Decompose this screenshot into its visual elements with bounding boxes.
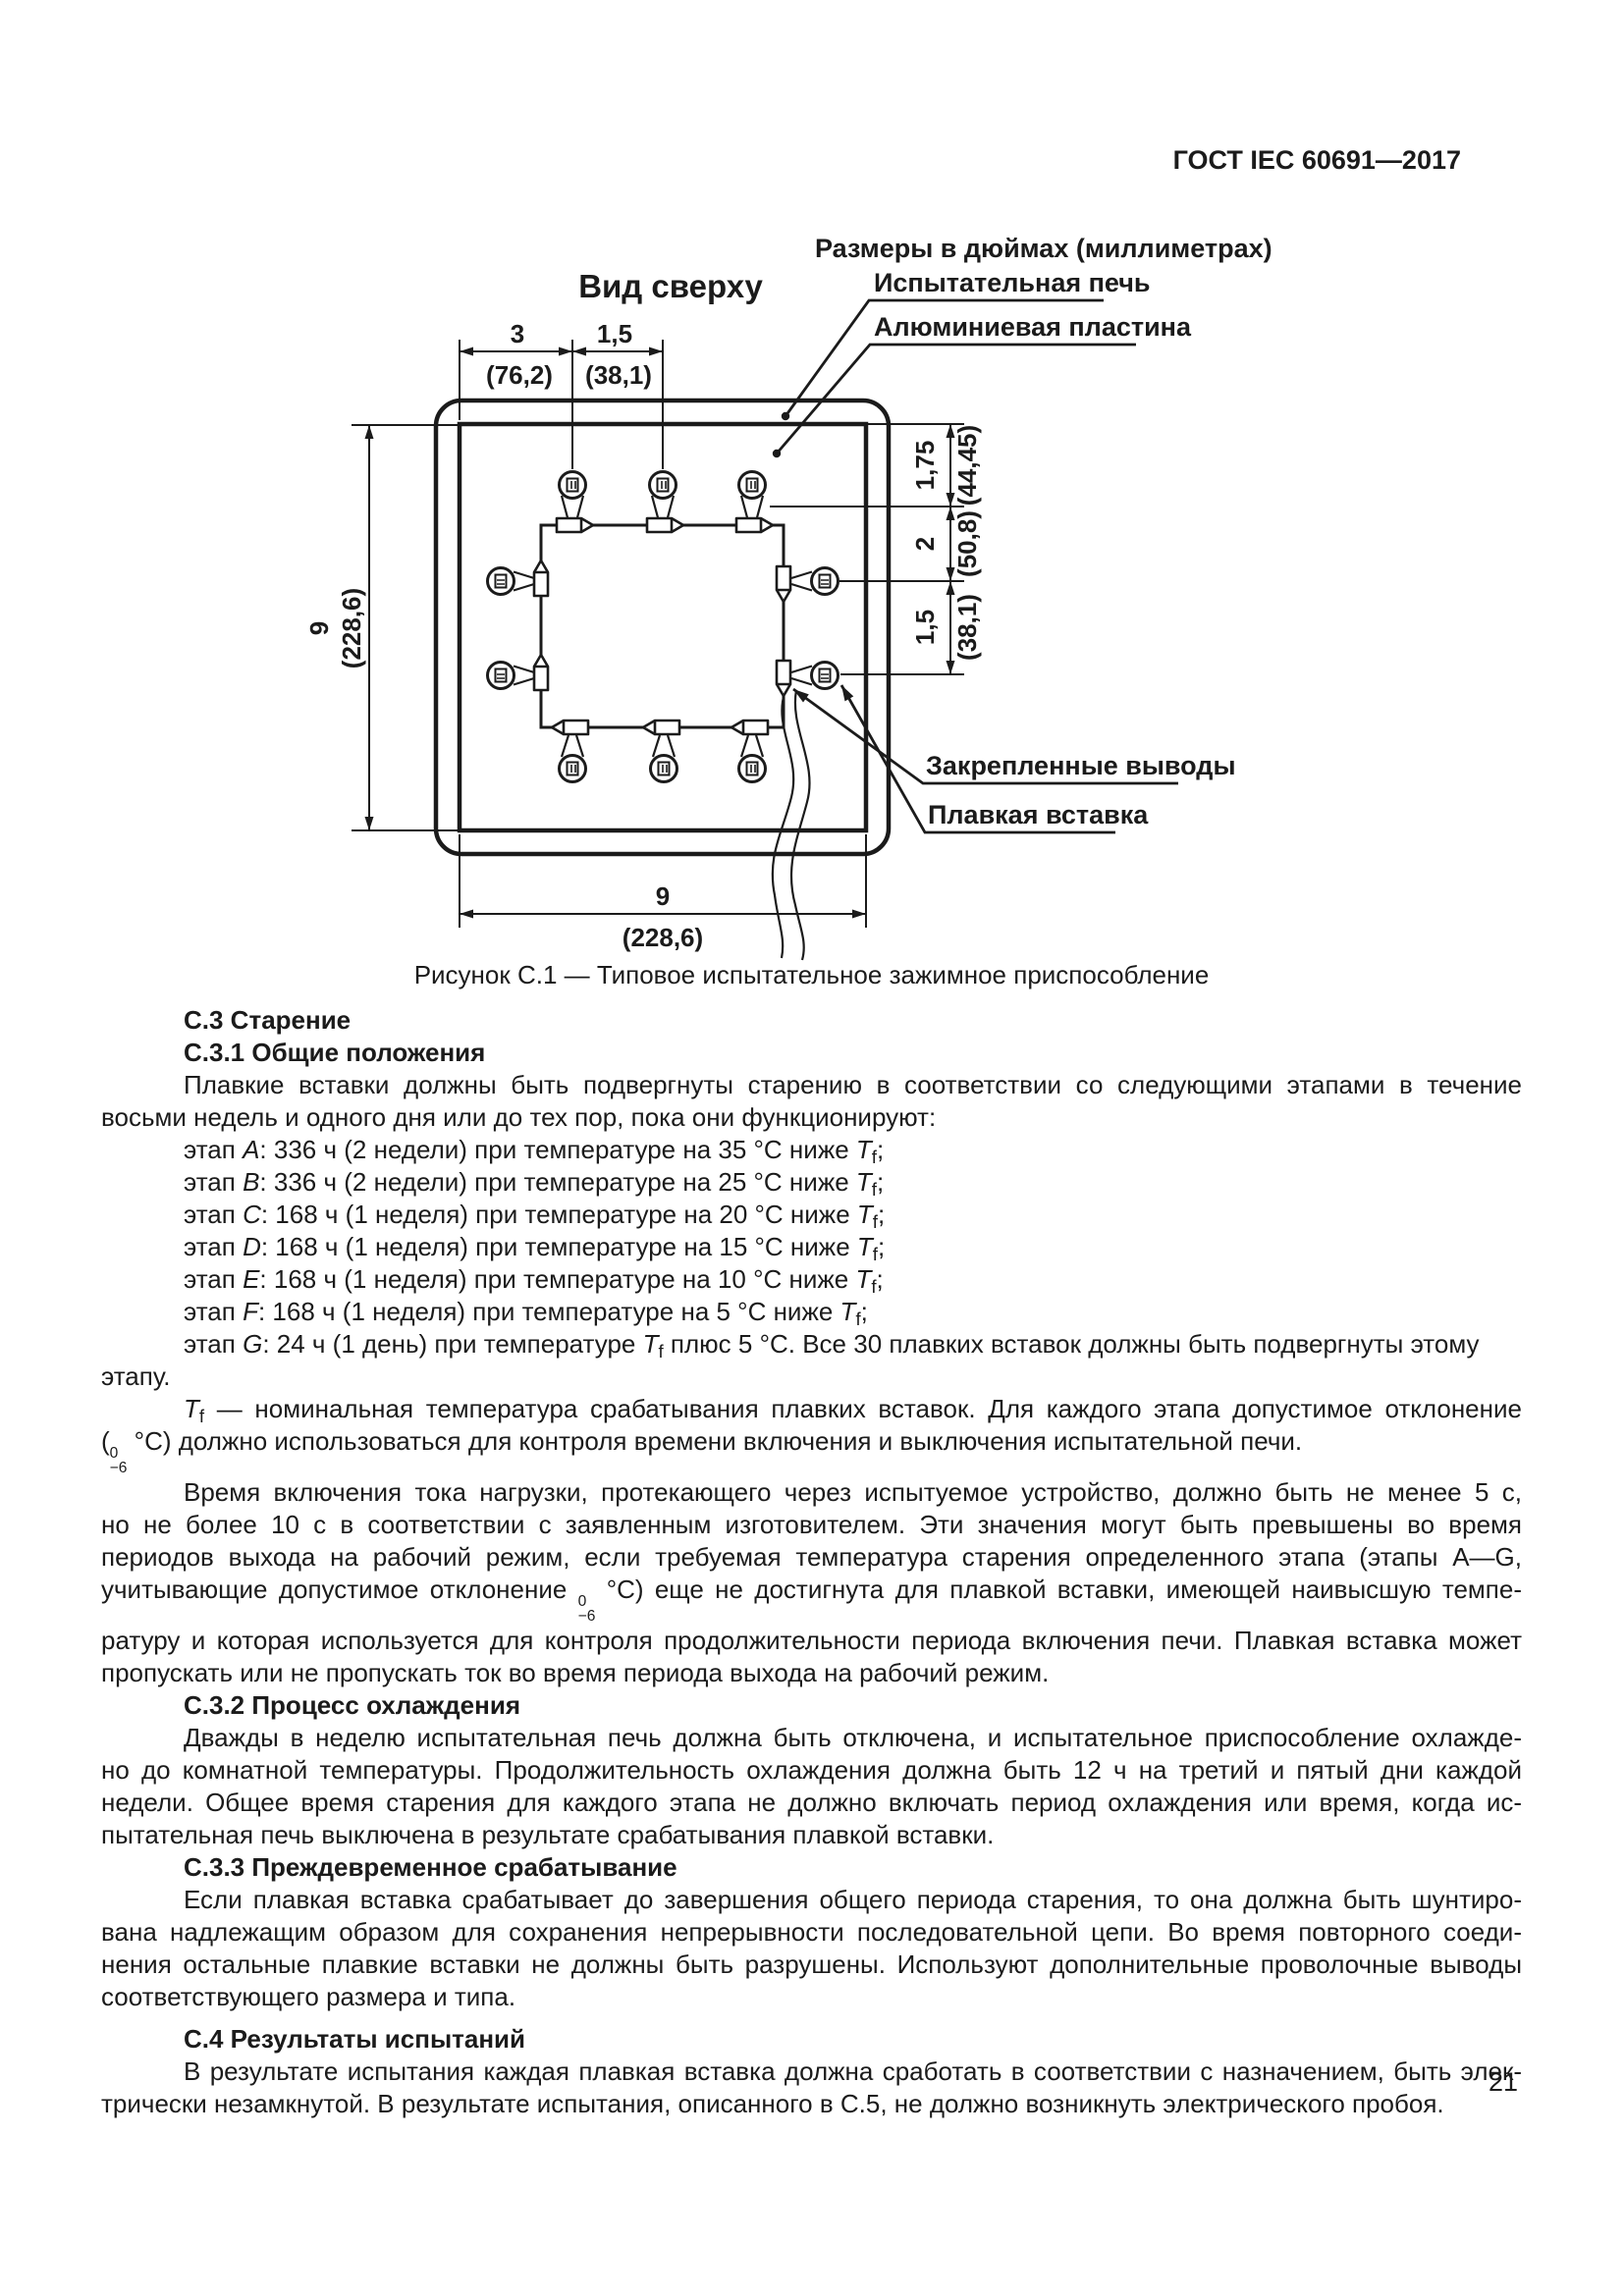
stage-item-b: этап B: 336 ч (2 недели) при температуре…	[184, 1167, 885, 1201]
dimension-right: 1,75 (44,45) 2 (50,8) 1,5 (38,1)	[770, 423, 982, 675]
body-line: вана надлежащим образом для сохранения н…	[101, 1916, 1522, 1947]
body-line: недели. Общее время старения для каждого…	[101, 1787, 1522, 1817]
fuse-assembly-bottom-3	[730, 719, 770, 783]
callout-aluminium-plate: Алюминиевая пластина	[772, 312, 1192, 458]
stage-item-a: этап A: 336 ч (2 недели) при температуре…	[184, 1135, 885, 1168]
stage-item-c: этап C: 168 ч (1 неделя) при температуре…	[184, 1200, 886, 1233]
body-text: Рисунок С.1 — Типовое испытательное зажи…	[101, 959, 1522, 2120]
dimension-bottom: 9 (228,6)	[459, 834, 867, 952]
body-line: Tf — номинальная температура срабатывани…	[184, 1394, 1522, 1427]
body-line: соответствующего размера и типа.	[101, 1981, 516, 2011]
dim-right1-label: 1,75	[910, 441, 940, 491]
tolerance-stack: 0−6	[577, 1592, 596, 1626]
callout-fuse-link: Плавкая вставка	[839, 684, 1149, 834]
body-line: пропускать или не пропускать ток во врем…	[101, 1657, 1050, 1687]
body-line: периодов выхода на рабочий режим, если т…	[101, 1541, 1522, 1572]
page-header: ГОСТ IEC 60691—2017	[1172, 145, 1461, 175]
fuse-assembly-bottom-1	[550, 719, 590, 783]
fuse-assembly-top-1	[555, 470, 595, 534]
body-line: пытательная печь выключена в результате …	[101, 1819, 995, 1849]
dim-right3-label: 1,5	[910, 610, 940, 645]
stage-item-f: этап F: 168 ч (1 неделя) при температуре…	[184, 1297, 868, 1330]
figure-caption: Рисунок С.1 — Типовое испытательное зажи…	[413, 960, 1210, 989]
figure-drawing: 3 (76,2) 1,5 (38,1) 9 (228,6) 9 (228,6)	[304, 234, 1272, 961]
body-line: Время включения тока нагрузки, протекающ…	[184, 1476, 1522, 1507]
body-line: но до комнатной температуры. Продолжител…	[101, 1754, 1522, 1785]
dim-right3-mm-label: (38,1)	[952, 594, 982, 661]
section-heading-c3: С.3 Старение	[184, 1005, 352, 1035]
body-line: этапу.	[101, 1362, 171, 1391]
body-line: Если плавкая вставка срабатывает до заве…	[184, 1884, 1522, 1914]
stage-item-d: этап D: 168 ч (1 неделя) при температуре…	[184, 1232, 886, 1265]
callout-test-oven: Испытательная печь	[781, 268, 1151, 421]
dimension-left: 9 (228,6)	[304, 424, 458, 831]
body-line: нения остальные плавкие вставки не должн…	[101, 1949, 1522, 1979]
dim-top1-mm-label: (76,2)	[486, 360, 553, 390]
dim-right1-mm-label: (44,45)	[952, 425, 982, 506]
tolerance-stack: 0−6	[109, 1444, 128, 1477]
dim-bottom-mm-label: (228,6)	[623, 923, 703, 952]
fuse-assembly-top-2	[645, 470, 685, 534]
dim-top2-mm-label: (38,1)	[585, 360, 652, 390]
dimension-top: 3 (76,2) 1,5 (38,1)	[459, 319, 664, 469]
dim-left-mm-label: (228,6)	[337, 588, 366, 668]
fuse-assembly-top-3	[734, 470, 775, 534]
dim-right2-mm-label: (50,8)	[952, 510, 982, 577]
callout-fixed-leads: Закрепленные выводы	[792, 687, 1236, 785]
body-line: учитывающие допустимое отклонение 0−6 °С…	[101, 1574, 1522, 1626]
body-line: но не более 10 с в соответствии с заявле…	[101, 1509, 1522, 1539]
body-line: (0−6 °С) должно использоваться для контр…	[101, 1426, 1303, 1477]
dim-top2-label: 1,5	[597, 319, 632, 348]
callout-fuse-link-label: Плавкая вставка	[928, 800, 1149, 829]
fuse-assembly-left-1	[486, 559, 550, 598]
callout-test-oven-label: Испытательная печь	[874, 268, 1151, 297]
stage-item-g: этап G: 24 ч (1 день) при температуре Tf…	[184, 1329, 1480, 1362]
fuse-assembly-left-2	[486, 653, 550, 692]
body-line: восьми недель и одного дня или до тех по…	[101, 1102, 937, 1132]
fuse-assembly-right-1	[775, 564, 839, 604]
view-title: Вид сверху	[578, 268, 763, 304]
section-heading-c4: С.4 Результаты испытаний	[184, 2023, 526, 2054]
callout-aluminium-plate-label: Алюминиевая пластина	[874, 312, 1192, 342]
body-line: В результате испытания каждая плавкая вс…	[184, 2056, 1522, 2086]
body-line: Плавкие вставки должны быть подвергнуты …	[184, 1070, 1522, 1099]
body-line: Дважды в неделю испытательная печь должн…	[184, 1722, 1522, 1752]
dim-top1-label: 3	[511, 319, 524, 348]
body-line: трически незамкнутой. В результате испыт…	[101, 2088, 1444, 2118]
page-number: 21	[1488, 2067, 1518, 2097]
units-note: Размеры в дюймах (миллиметрах)	[815, 234, 1272, 263]
fuse-assembly-bottom-2	[641, 719, 681, 783]
callout-fixed-leads-label: Закрепленные выводы	[926, 751, 1236, 780]
figure-c1: 3 (76,2) 1,5 (38,1) 9 (228,6) 9 (228,6)	[0, 0, 1624, 991]
dim-bottom-label: 9	[656, 881, 670, 911]
fuse-assembly-right-2	[775, 659, 839, 698]
fuse-circuit-loop	[539, 523, 785, 729]
body-line: ратуру и которая используется для контро…	[101, 1625, 1522, 1655]
stage-item-e: этап E: 168 ч (1 неделя) при температуре…	[184, 1264, 884, 1298]
lead-wires	[771, 689, 811, 961]
dim-left-label: 9	[304, 621, 334, 635]
section-heading-c31: С.3.1 Общие положения	[184, 1038, 486, 1067]
dim-right2-label: 2	[910, 537, 940, 551]
section-heading-c33: С.3.3 Преждевременное срабатывание	[184, 1851, 677, 1882]
section-heading-c32: С.3.2 Процесс охлаждения	[184, 1689, 520, 1720]
